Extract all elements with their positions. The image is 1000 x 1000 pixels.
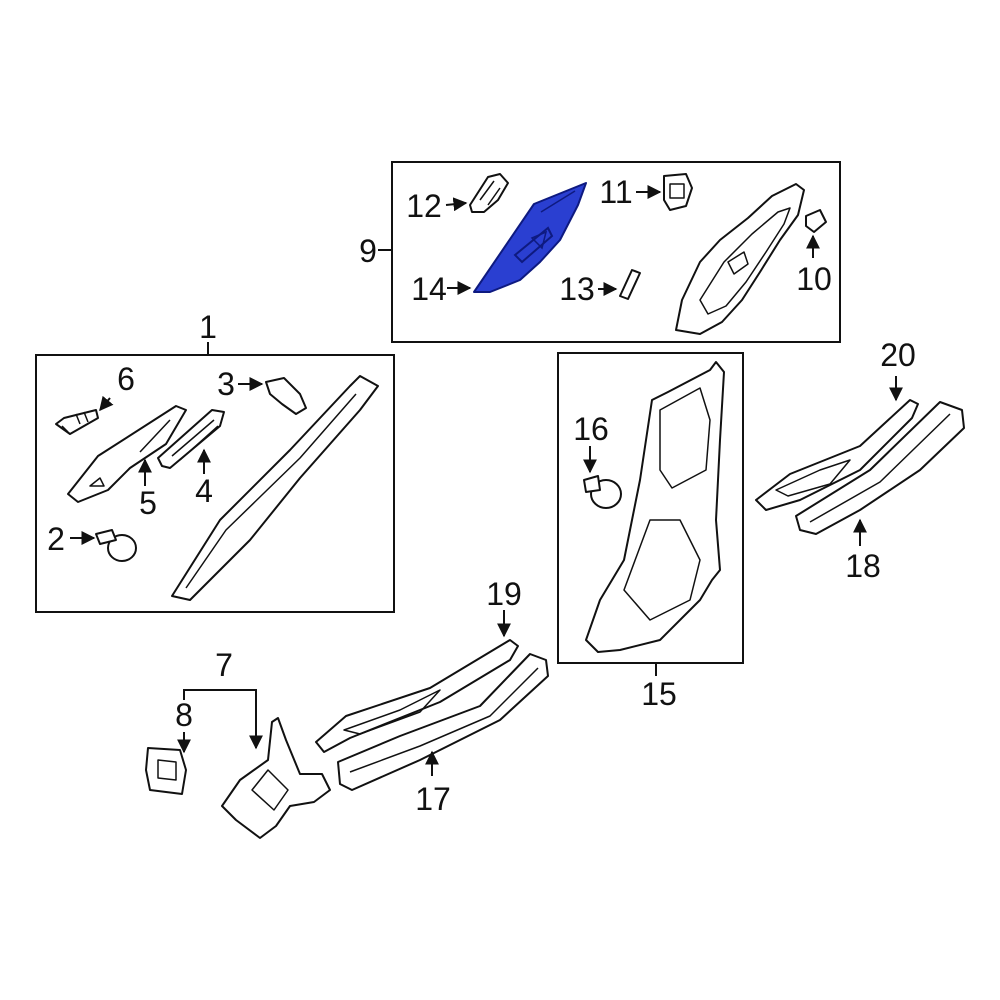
callout-19: 19 <box>486 576 522 612</box>
part-2-push-pin[interactable] <box>95 529 137 562</box>
part-5-bracket[interactable] <box>67 405 187 503</box>
part-14-trim-cover[interactable] <box>473 182 587 293</box>
callout-10: 10 <box>796 261 832 297</box>
callout-14: 14 <box>411 271 447 307</box>
part-6-screw[interactable] <box>55 409 99 435</box>
part-3-fastener[interactable] <box>265 377 307 415</box>
callout-1: 1 <box>199 309 217 345</box>
part-16-push-pin[interactable] <box>583 475 622 509</box>
callout-17: 17 <box>415 781 451 817</box>
part-9-assembly[interactable] <box>675 183 805 335</box>
part-13-pin[interactable] <box>619 269 641 300</box>
part-19-sill-plate[interactable] <box>315 639 519 753</box>
callout-9: 9 <box>359 233 377 269</box>
part-15-pillar-trim[interactable] <box>585 361 725 653</box>
callout-16: 16 <box>573 411 609 447</box>
callout-8: 8 <box>175 697 193 733</box>
part-20-sill-plate[interactable] <box>755 399 919 511</box>
part-11-retainer[interactable] <box>663 173 693 211</box>
callout-15: 15 <box>641 676 677 712</box>
callout-7: 7 <box>215 647 233 683</box>
part-8-clip[interactable] <box>145 747 187 795</box>
group-box-15 <box>557 352 744 664</box>
callout-20: 20 <box>880 337 916 373</box>
callout-6: 6 <box>117 361 135 397</box>
callout-12: 12 <box>406 188 442 224</box>
callout-5: 5 <box>139 485 157 521</box>
callout-11: 11 <box>599 174 632 210</box>
part-4-strip[interactable] <box>157 409 225 469</box>
group-box-9 <box>391 161 841 343</box>
callout-2: 2 <box>47 521 65 557</box>
part-12-clip[interactable] <box>469 173 509 213</box>
part-7-kick-panel[interactable] <box>221 717 331 839</box>
callout-4: 4 <box>195 473 213 509</box>
callout-18: 18 <box>845 548 881 584</box>
part-17-sill-trim[interactable] <box>337 653 549 791</box>
part-18-sill-trim[interactable] <box>795 401 965 535</box>
part-10-clip[interactable] <box>805 209 827 233</box>
group-box-1 <box>35 354 395 613</box>
part-1-pillar-trim[interactable] <box>171 375 379 601</box>
callout-3: 3 <box>217 366 235 402</box>
callout-13: 13 <box>559 271 595 307</box>
